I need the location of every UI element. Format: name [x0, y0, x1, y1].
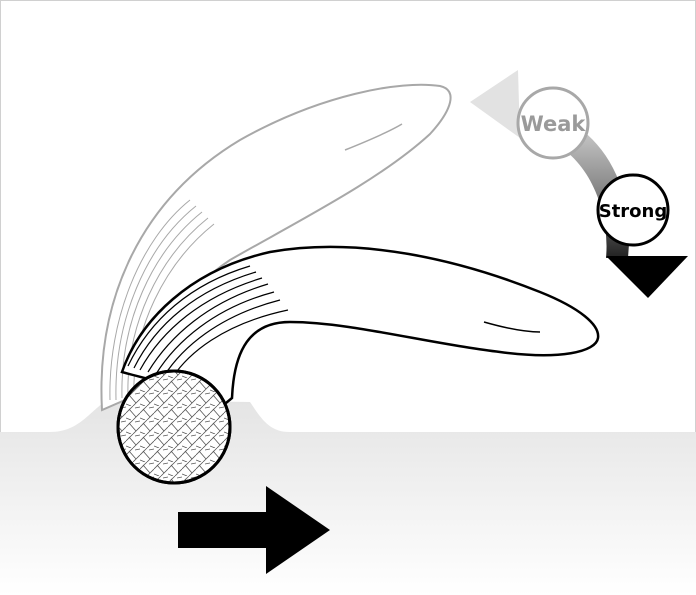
weak-badge: Weak — [516, 86, 590, 160]
strong-badge: Strong — [596, 173, 670, 247]
strong-label: Strong — [599, 201, 668, 222]
right-arrow-icon — [178, 486, 330, 574]
weak-label: Weak — [521, 112, 587, 136]
skin-surface — [0, 400, 696, 595]
roller-strong-position — [120, 245, 600, 410]
roller-ball — [116, 369, 232, 485]
